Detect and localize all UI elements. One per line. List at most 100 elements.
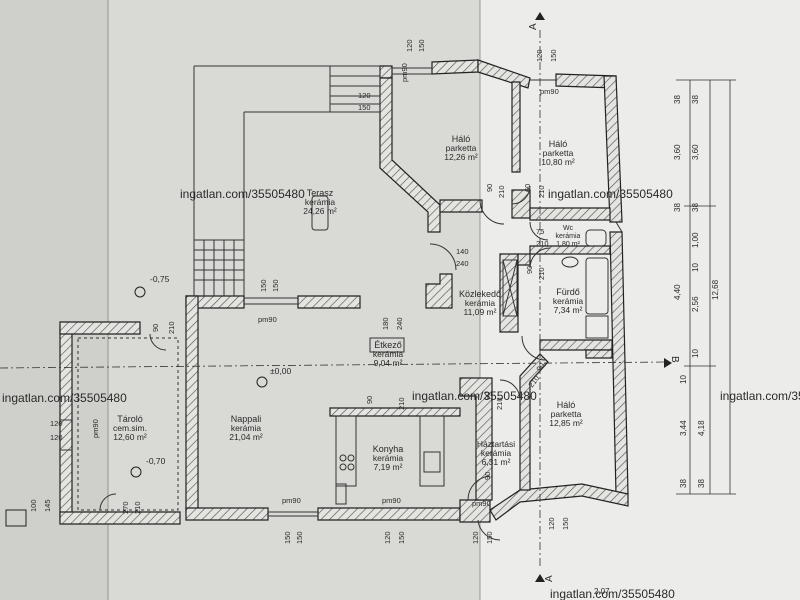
door-swing bbox=[479, 199, 505, 225]
wall bbox=[425, 273, 453, 309]
room-name: Konyha bbox=[373, 444, 404, 454]
opening-dim: 90 bbox=[525, 266, 534, 274]
watermark-text: ingatlan.com/35505480 bbox=[550, 587, 675, 600]
room-floor: kerámia bbox=[305, 197, 336, 207]
room-area: 12,26 m² bbox=[444, 152, 478, 162]
opening-dim: 210 bbox=[497, 185, 506, 198]
watermark-text: ingatlan.com/35505480 bbox=[2, 391, 127, 405]
room-floor: parketta bbox=[446, 143, 477, 153]
toilet-icon bbox=[585, 229, 607, 247]
opening-dim: 120 bbox=[547, 517, 556, 530]
room-name: Étkező bbox=[374, 340, 402, 350]
opening-dim: 60 bbox=[523, 184, 532, 192]
table-icon bbox=[311, 195, 329, 231]
dim-text: 38 bbox=[691, 203, 700, 212]
opening-dim: 120 bbox=[358, 91, 371, 100]
room-floor: kerámia bbox=[465, 298, 496, 308]
room-floor: parketta bbox=[543, 148, 574, 158]
shower-icon bbox=[585, 315, 609, 339]
room-name: Háló bbox=[557, 400, 576, 410]
paper-main-panel bbox=[108, 0, 480, 600]
room-name: Közlekedő bbox=[459, 289, 501, 299]
opening-dim: 100 bbox=[29, 499, 38, 512]
door-swing bbox=[529, 221, 549, 241]
watermark-text: ingatlan.com/35505480 bbox=[412, 389, 537, 403]
opening-dim: 150 bbox=[271, 279, 280, 292]
stove-burner-icon bbox=[347, 463, 355, 471]
opening-dim: 120 bbox=[50, 419, 63, 428]
dim-text: 38 bbox=[697, 479, 706, 488]
wall-tag: pm90 bbox=[382, 496, 401, 505]
dim-text: 3,60 bbox=[673, 144, 682, 160]
wall bbox=[609, 231, 629, 495]
opening-dim: 150 bbox=[358, 103, 371, 112]
opening-dim: 210 bbox=[536, 239, 549, 248]
room-area: 21,04 m² bbox=[229, 432, 263, 442]
room-floor: kerámia bbox=[231, 423, 262, 433]
kitchen-counter bbox=[335, 483, 347, 505]
opening-dim: 150 bbox=[283, 531, 292, 544]
opening-dim: 150 bbox=[549, 49, 558, 62]
opening-dim: 120 bbox=[383, 531, 392, 544]
opening-dim: 90 bbox=[483, 472, 492, 480]
room-area: 11,09 m² bbox=[464, 307, 497, 317]
watermarks: ingatlan.com/35505480 ingatlan.com/35505… bbox=[2, 187, 800, 600]
dim-text: 38 bbox=[673, 203, 682, 212]
dim-text: 2,56 bbox=[691, 296, 700, 312]
room-name: Wc bbox=[563, 225, 574, 232]
section-arrow-icon bbox=[535, 12, 545, 20]
wall-tag: pm90 bbox=[472, 499, 491, 508]
opening-dim: 210 bbox=[537, 267, 546, 280]
room-floor: kerámia bbox=[556, 233, 581, 240]
section-arrow-icon bbox=[664, 358, 672, 368]
opening-dim: 150 bbox=[295, 531, 304, 544]
opening-dim: 210 bbox=[537, 185, 546, 198]
door-swing bbox=[499, 379, 521, 401]
room-name: Terasz bbox=[307, 188, 334, 198]
door-swing bbox=[149, 333, 167, 351]
section-letter: A bbox=[544, 575, 555, 582]
opening-dim: 90 bbox=[151, 324, 160, 332]
opening-dim: 210 bbox=[495, 397, 504, 410]
door-swing bbox=[477, 519, 501, 541]
dim-text: 38 bbox=[673, 95, 682, 104]
opening-dim: 240 bbox=[456, 259, 469, 268]
room-name: Háló bbox=[452, 134, 471, 144]
opening-dim: 150 bbox=[561, 517, 570, 530]
section-labels: A A B bbox=[528, 23, 680, 582]
level-markers bbox=[5, 286, 268, 527]
level-marker-icon bbox=[134, 286, 146, 298]
table-icon bbox=[369, 337, 405, 353]
dim-text: 10 bbox=[691, 349, 700, 358]
room-floor: cem.sim. bbox=[113, 423, 147, 433]
dim-text: 38 bbox=[679, 479, 688, 488]
dim-text: 38 bbox=[691, 95, 700, 104]
opening-dim: 120 bbox=[50, 433, 63, 442]
wall bbox=[539, 339, 613, 351]
wall bbox=[517, 253, 531, 266]
room-name: Tároló bbox=[117, 414, 143, 424]
level-label: -0,70 bbox=[146, 456, 166, 466]
room-area: 24,26 m² bbox=[303, 206, 337, 216]
section-letter: B bbox=[669, 356, 680, 363]
wall bbox=[477, 59, 531, 89]
room-area: 12,60 m² bbox=[113, 432, 147, 442]
opening-dimensions: 120 150 120 150 120 150 140 240 90 210 6… bbox=[29, 39, 570, 544]
stove-burner-icon bbox=[347, 454, 355, 462]
bathtub-icon bbox=[585, 257, 609, 315]
wall bbox=[511, 81, 521, 173]
line bbox=[502, 259, 518, 317]
wall bbox=[59, 511, 181, 525]
opening-dim: 120 bbox=[405, 39, 414, 52]
room-floor: kerámia bbox=[373, 453, 404, 463]
wall bbox=[297, 295, 361, 309]
level-marker-icon bbox=[130, 466, 142, 478]
opening-dim: 210 bbox=[397, 397, 406, 410]
dim-text: 10 bbox=[679, 375, 688, 384]
opening-dim: 270 bbox=[121, 501, 130, 514]
wall bbox=[431, 59, 479, 75]
room-floor: kerámia bbox=[481, 448, 512, 458]
room-area: 9,04 m² bbox=[374, 358, 403, 368]
opening-dim: 120 bbox=[535, 49, 544, 62]
